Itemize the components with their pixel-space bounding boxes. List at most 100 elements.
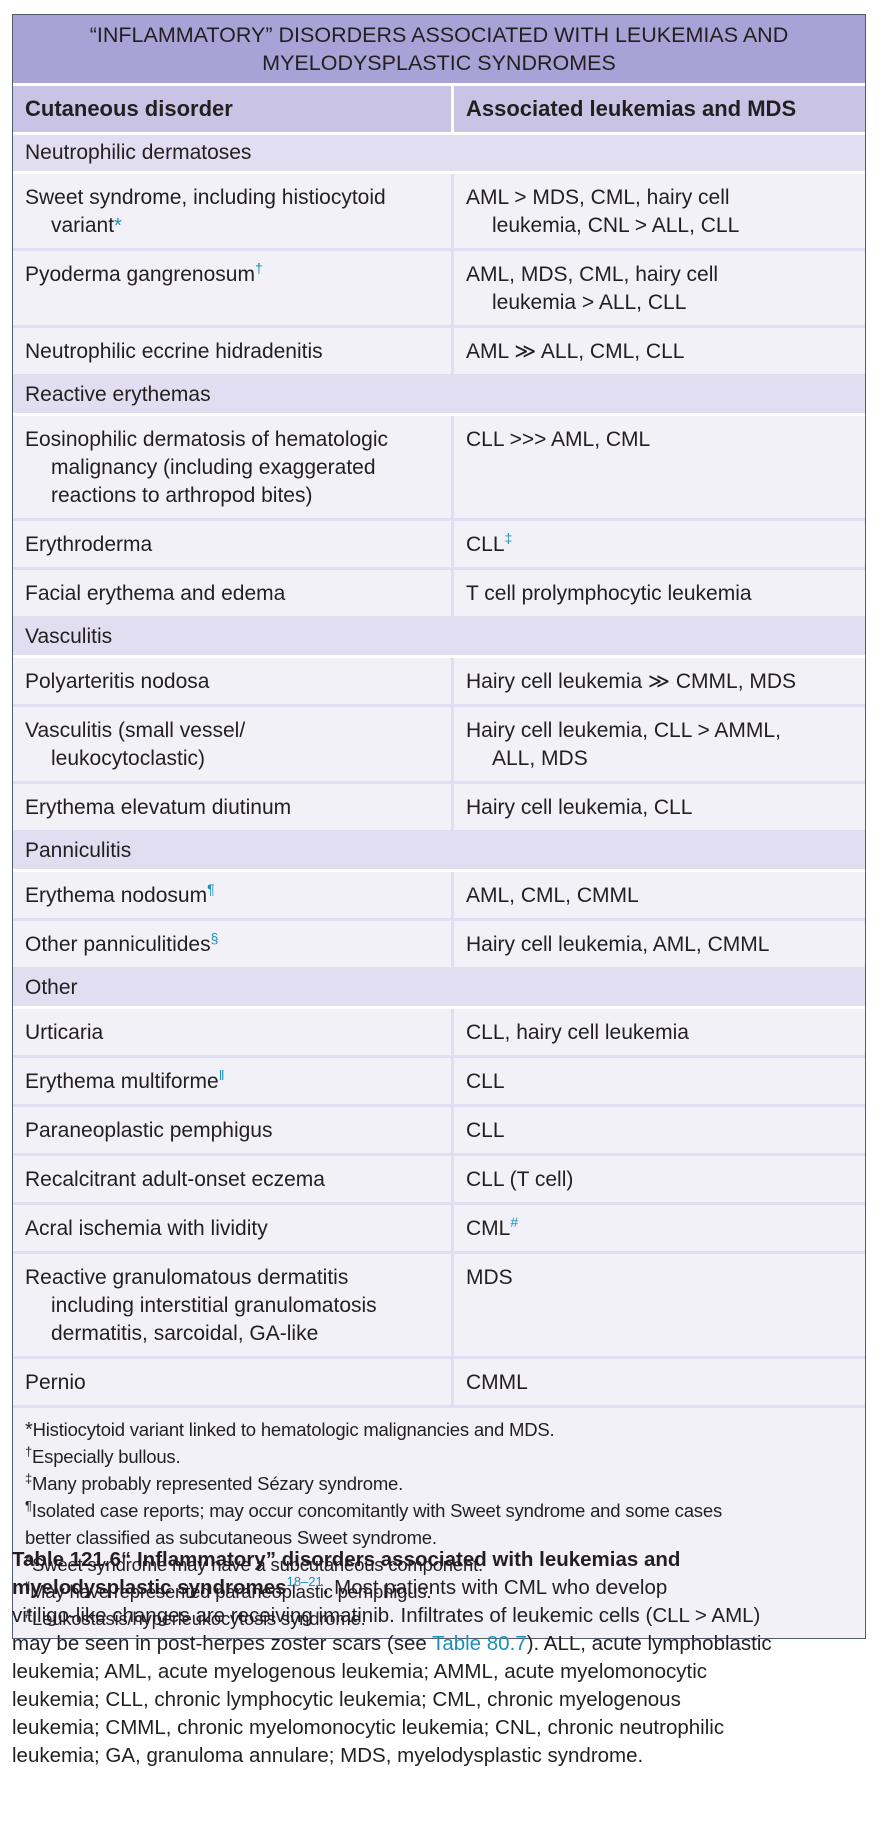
- leukemia-text: CLL: [466, 1117, 855, 1145]
- leukemia-text: CLL‡: [466, 531, 855, 559]
- disorder-line: Erythema nodosum: [25, 884, 208, 907]
- leukemia-text: MDS: [466, 1264, 855, 1292]
- footnote-marker[interactable]: †: [254, 260, 263, 276]
- leukemia-line: AML, MDS, CML, hairy cell: [466, 263, 719, 286]
- leukemia-cell: Hairy cell leukemia, AML, CMML: [454, 921, 865, 967]
- footnote-symbol: †: [25, 1444, 33, 1459]
- leukemia-cell: CLL (T cell): [454, 1156, 865, 1202]
- caption-line: leukemia; GA, granuloma annulare; MDS, m…: [12, 1744, 644, 1767]
- footnote-marker[interactable]: ‡: [504, 530, 513, 546]
- leukemia-cell: AML ≫ ALL, CML, CLL: [454, 328, 865, 374]
- caption-line: Table 121.6“ Inflammatory” disorders ass…: [12, 1546, 872, 1574]
- footnote-marker[interactable]: §: [210, 930, 219, 946]
- table-row: Neutrophilic eccrine hidradenitis AML ≫ A…: [13, 328, 865, 377]
- leukemia-line: Hairy cell leukemia, CLL > AMML,: [466, 719, 781, 742]
- disorder-cell: Acral ischemia with lividity: [13, 1205, 454, 1251]
- table-header-row: Cutaneous disorder Associated leukemias …: [13, 83, 865, 135]
- disorder-line: Vasculitis (small vessel/: [25, 719, 246, 742]
- leukemia-line: CLL (T cell): [466, 1168, 574, 1191]
- footnote-text: Isolated case reports; may occur concomi…: [31, 1500, 722, 1521]
- table-row: Erythema elevatum diutinum Hairy cell leu…: [13, 784, 865, 833]
- leukemia-cell: CLL: [454, 1058, 865, 1104]
- leukemia-cell: T cell prolymphocytic leukemia: [454, 570, 865, 616]
- leukemia-cell: CML#: [454, 1205, 865, 1251]
- section-heading: Other: [13, 970, 865, 1009]
- disorder-cell: Erythema elevatum diutinum: [13, 784, 454, 830]
- leukemia-cell: Hairy cell leukemia, CLL > AMML,ALL, MDS: [454, 707, 865, 781]
- footnote: better classified as subcutaneous Sweet …: [25, 1524, 855, 1551]
- footnote-text: Sweet syndrome may have a subcutaneous c…: [32, 1554, 483, 1575]
- table-row: Polyarteritis nodosa Hairy cell leukemia …: [13, 658, 865, 707]
- leukemia-line: CLL: [466, 1119, 505, 1142]
- leukemia-line: AML ≫ ALL, CML, CLL: [466, 340, 685, 363]
- caption-title-1: “ Inflammatory” disorders associated wit…: [121, 1548, 681, 1571]
- disorder-cell: Urticaria: [13, 1009, 454, 1055]
- table-row: Paraneoplastic pemphigus CLL: [13, 1107, 865, 1156]
- disorder-cell: Neutrophilic eccrine hidradenitis: [13, 328, 454, 374]
- caption-refs[interactable]: 18–21: [286, 1574, 323, 1589]
- disorder-line: Erythema elevatum diutinum: [25, 796, 292, 819]
- table-caption: Table 121.6“ Inflammatory” disorders ass…: [12, 1546, 872, 1770]
- disorder-line: Reactive granulomatous dermatitis: [25, 1266, 349, 1289]
- disorder-line: including interstitial granulomatosis: [51, 1294, 377, 1317]
- leukemia-cell: CLL >>> AML, CML: [454, 416, 865, 518]
- leukemia-line: CMML: [466, 1371, 528, 1394]
- leukemia-text: CMML: [466, 1369, 855, 1397]
- column-header-cutaneous-disorder: Cutaneous disorder: [13, 86, 454, 132]
- disorder-text: Eosinophilic dermatosis of hematologic: [25, 426, 441, 454]
- leukemia-cell: AML, CML, CMML: [454, 872, 865, 918]
- footnote-text: May have represented paraneoplastic pemp…: [30, 1581, 432, 1602]
- leukemia-text: CLL: [466, 1068, 855, 1096]
- caption-text-1: Most patients with CML who develop: [328, 1576, 668, 1599]
- table-row: Vasculitis (small vessel/leukocytoclasti…: [13, 707, 865, 784]
- disorder-cell: Pernio: [13, 1359, 454, 1405]
- footnote-marker[interactable]: *: [114, 215, 122, 237]
- footnote-symbol: ¶: [25, 1498, 32, 1513]
- disorder-cell: Facial erythema and edema: [13, 570, 454, 616]
- leukemia-text: CLL, hairy cell leukemia: [466, 1019, 855, 1047]
- disorder-cell: Other panniculitides§: [13, 921, 454, 967]
- leukemia-text: Hairy cell leukemia ≫ CMML, MDS: [466, 668, 855, 696]
- table-title-line-1: “INFLAMMATORY” DISORDERS ASSOCIATED WITH…: [89, 23, 789, 47]
- disorder-cell: Paraneoplastic pemphigus: [13, 1107, 454, 1153]
- leukemia-line: AML, CML, CMML: [466, 884, 639, 907]
- disorder-text: Erythema nodosum¶: [25, 882, 441, 910]
- footnote: †Especially bullous.: [25, 1443, 855, 1470]
- leukemia-line: leukemia, CNL > ALL, CLL: [492, 214, 740, 237]
- caption-line: leukemia; AML, acute myelogenous leukemi…: [12, 1660, 708, 1683]
- caption-title-end: .: [322, 1576, 329, 1599]
- table-row: Urticaria CLL, hairy cell leukemia: [13, 1009, 865, 1058]
- leukemia-line: Hairy cell leukemia ≫ CMML, MDS: [466, 670, 797, 693]
- footnote: ‡Many probably represented Sézary syndro…: [25, 1470, 855, 1497]
- leukemia-text: CLL (T cell): [466, 1166, 855, 1194]
- table-footnotes: *Histiocytoid variant linked to hematolo…: [13, 1408, 865, 1638]
- disorder-text: Erythema multiforme‖: [25, 1068, 441, 1096]
- footnote-marker[interactable]: ‖: [218, 1067, 225, 1083]
- leukemia-text: Hairy cell leukemia, AML, CMML: [466, 931, 855, 959]
- disorder-cell: Recalcitrant adult-onset eczema: [13, 1156, 454, 1202]
- table-row: Acral ischemia with lividity CML#: [13, 1205, 865, 1254]
- leukemia-cell: Hairy cell leukemia ≫ CMML, MDS: [454, 658, 865, 704]
- leukemia-line: CLL: [466, 1070, 505, 1093]
- disorder-line: Pernio: [25, 1371, 86, 1394]
- disorder-line: dermatitis, sarcoidal, GA-like: [51, 1322, 319, 1345]
- footnote-marker[interactable]: ¶: [207, 881, 215, 897]
- footnote-marker[interactable]: #: [510, 1214, 519, 1230]
- leukemia-text: CML#: [466, 1215, 855, 1243]
- disorder-text: including interstitial granulomatosis: [25, 1292, 441, 1320]
- footnote-text: Leukostasis/hyperleukocytosis syndrome.: [32, 1608, 366, 1629]
- disorder-line: Urticaria: [25, 1021, 104, 1044]
- disorder-line: Polyarteritis nodosa: [25, 670, 210, 693]
- caption-line4-pre: may be seen in post-herpes zoster scars …: [12, 1632, 433, 1655]
- table-row: Erythema nodosum¶ AML, CML, CMML: [13, 872, 865, 921]
- table-row: Pyoderma gangrenosum† AML, MDS, CML, hair…: [13, 251, 865, 328]
- disorder-text: Pyoderma gangrenosum†: [25, 261, 441, 289]
- disorder-line: Recalcitrant adult-onset eczema: [25, 1168, 325, 1191]
- table-80-7-link[interactable]: Table 80.7: [432, 1632, 527, 1655]
- disorder-text: Vasculitis (small vessel/: [25, 717, 441, 745]
- leukemia-text: Hairy cell leukemia, CLL: [466, 794, 855, 822]
